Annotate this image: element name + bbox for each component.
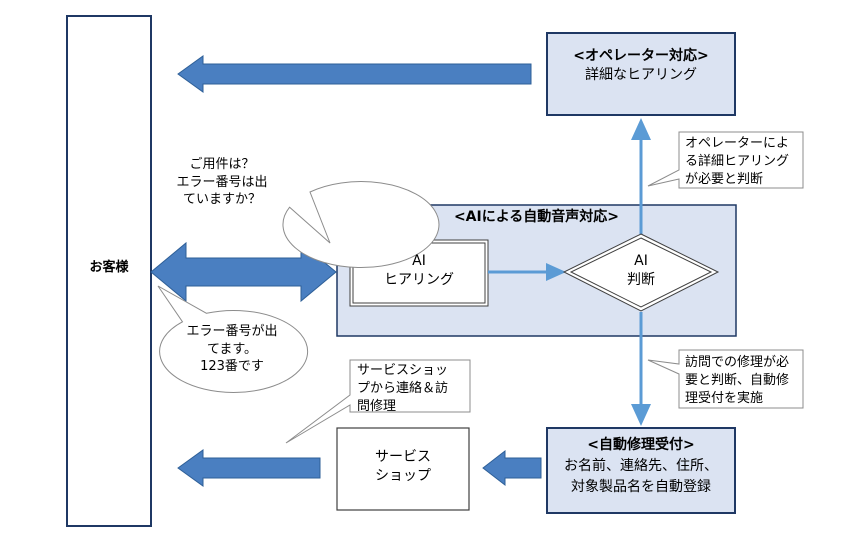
ai-hearing-line2: ヒアリング xyxy=(384,271,454,288)
shop-note-line2: プから連絡＆訪 xyxy=(357,380,449,396)
bubble-question-line2: エラー番号は出 xyxy=(176,174,268,190)
operator-title: <オペレーター対応> xyxy=(573,48,709,64)
ai-decision-diamond xyxy=(562,233,720,312)
repair-note-line2: 要と判断、自動修 xyxy=(685,372,790,388)
operator-note-line3: が必要と判断 xyxy=(685,171,764,187)
connector-down-arrowhead xyxy=(631,404,651,426)
bubble-answer-line3: 123番です xyxy=(200,359,264,375)
repair-note-line3: 理受付を実施 xyxy=(685,390,764,406)
auto-repair-title: <自動修理受付> xyxy=(587,437,695,453)
bubble-question-line1: ご用件は？ xyxy=(189,157,255,172)
callout-repair-note xyxy=(647,349,804,409)
speech-bubble-answer xyxy=(157,285,309,393)
auto-repair-label: <自動修理受付> お名前、連絡先、住所、 対象製品名を自動登録 xyxy=(547,435,735,498)
bubble-question-line3: ていますか？ xyxy=(182,192,261,208)
ai-hearing-label: AI ヒアリング xyxy=(350,252,488,290)
arrow-repair-to-shop xyxy=(482,449,542,487)
operator-note-line2: る詳細ヒアリング xyxy=(685,153,790,169)
auto-repair-box xyxy=(546,427,736,514)
shop-note-text: サービスショッ プから連絡＆訪 問修理 xyxy=(357,362,448,416)
operator-body: 詳細なヒアリング xyxy=(585,66,697,83)
service-shop-line1: サービス xyxy=(375,449,431,465)
bubble-answer-line2: てます。 xyxy=(206,341,258,357)
bubble-answer-text: エラー番号が出 てます。 123番です xyxy=(168,323,296,376)
service-shop-box xyxy=(336,427,470,511)
callout-operator-note xyxy=(647,131,804,189)
bubble-question-text: ご用件は？ エラー番号は出 ていますか？ xyxy=(160,156,284,209)
operator-note-text: オペレーターによ る詳細ヒアリング が必要と判断 xyxy=(685,135,789,189)
shop-note-line1: サービスショッ xyxy=(357,363,449,378)
arrow-customer-ai-bidirectional xyxy=(150,241,337,303)
ai-decision-line1: AI xyxy=(634,253,648,269)
customer-label: お客様 xyxy=(89,260,129,275)
ai-decision-label: AI 判断 xyxy=(591,252,691,290)
callout-shop-note xyxy=(285,359,471,444)
connector-up-arrowhead xyxy=(631,118,651,140)
ai-decision-diamond-inner xyxy=(569,237,713,308)
shop-note-line3: 問修理 xyxy=(357,398,397,414)
auto-repair-line1: お名前、連絡先、住所、 xyxy=(564,458,718,474)
operator-note-line1: オペレーターによ xyxy=(685,136,790,151)
auto-repair-line2: 対象製品名を自動登録 xyxy=(571,479,711,495)
ai-system-title: <AIによる自動音声対応> xyxy=(453,209,620,225)
speech-bubble-question xyxy=(282,181,440,269)
operator-label: <オペレーター対応> 詳細なヒアリング xyxy=(547,47,735,85)
bubble-answer-line1: エラー番号が出 xyxy=(186,324,278,339)
ai-hearing-line1: AI xyxy=(412,253,426,269)
operator-box xyxy=(546,32,736,116)
customer-box xyxy=(66,15,152,527)
arrow-operator-to-customer xyxy=(177,55,532,93)
service-shop-line2: ショップ xyxy=(375,467,431,484)
ai-decision-line2: 判断 xyxy=(627,271,655,288)
service-shop-label: サービス ショップ xyxy=(337,448,469,486)
repair-note-text: 訪問での修理が必 要と判断、自動修 理受付を実施 xyxy=(685,354,789,408)
arrow-shop-to-customer xyxy=(177,449,321,487)
repair-note-line1: 訪問での修理が必 xyxy=(685,355,790,370)
connector-hearing-arrowhead xyxy=(546,263,566,281)
